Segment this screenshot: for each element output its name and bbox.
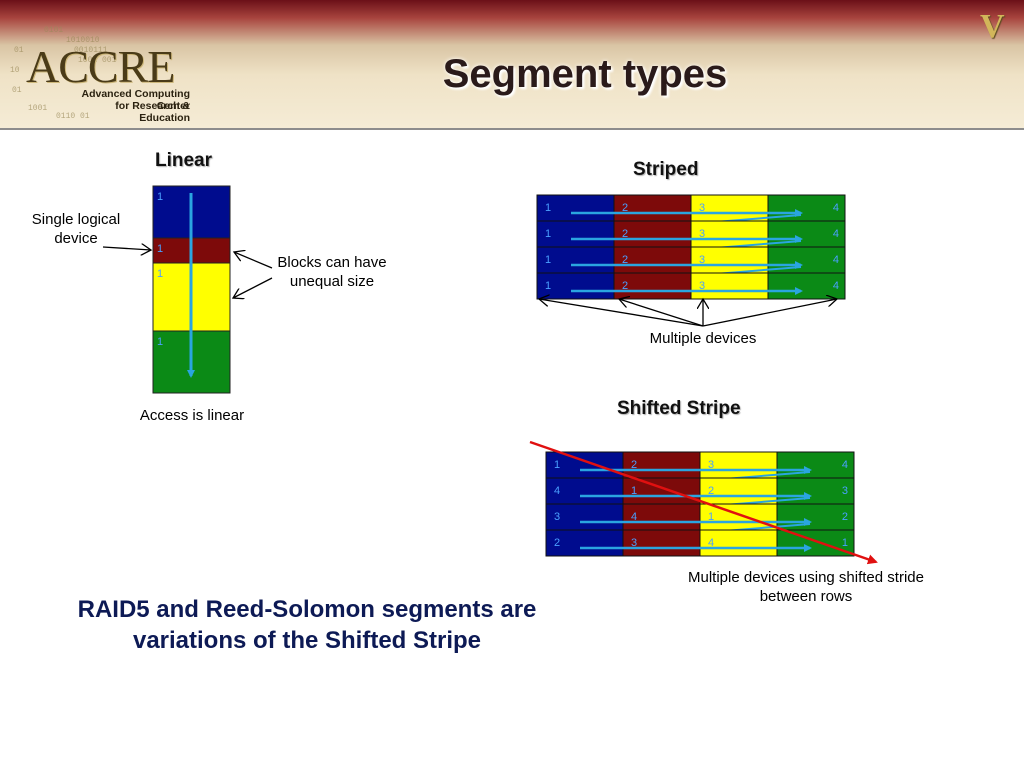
linear-heading: Linear: [155, 150, 213, 171]
shifted-cell-1-4: [776, 451, 855, 479]
shifted-cell-4-2: [622, 529, 701, 557]
linear-block-label-1: 1: [157, 191, 163, 203]
linear-block-label-2: 1: [157, 243, 163, 255]
striped-cell-label-2-3: 3: [699, 228, 705, 240]
linear-diagram: 1 1 1 1: [152, 185, 231, 394]
logo-subtitle-line1: Advanced Computing Center: [81, 88, 190, 112]
access-linear-label: Access is linear: [139, 407, 245, 424]
striped-cell-label-2-1: 1: [545, 228, 551, 240]
svg-text:1010010: 1010010: [66, 36, 100, 45]
binary-swirl-icon: 0101 1010010 0010111 1001 001 01 10 01 1…: [10, 26, 117, 121]
logo-title: ACCRE: [26, 41, 175, 92]
striped-cell-label-1-4: 4: [833, 202, 839, 214]
striped-cell-label-2-2: 2: [622, 228, 628, 240]
single-logical-device-label: Single logical device: [31, 211, 121, 247]
callout-multiple-devices-arrow-2: [619, 299, 704, 327]
svg-text:01: 01: [12, 86, 22, 95]
shifted-cell-2-2: [622, 477, 701, 505]
blocks-unequal-size-label: Blocks can have unequal size: [277, 254, 387, 290]
shifted-cell-4-4: [776, 529, 855, 557]
callout-unequal-top-arrow: [234, 252, 273, 269]
logo-subtitle-line2: for Research & Education: [115, 100, 190, 124]
striped-cell-label-1-2: 2: [622, 202, 628, 214]
striped-cell-label-4-3: 3: [699, 280, 705, 292]
linear-block-label-4: 1: [157, 336, 163, 348]
summary-statement: RAID5 and Reed-Solomon segments are vari…: [77, 596, 537, 654]
striped-cell-3-1: [536, 246, 615, 274]
shifted-stripe-heading: Shifted Stripe: [617, 398, 741, 419]
striped-cell-label-4-2: 2: [622, 280, 628, 292]
striped-cell-label-3-3: 3: [699, 254, 705, 266]
shifted-cell-label-3-2: 4: [631, 511, 637, 523]
callout-arrows: [102, 247, 837, 327]
shifted-cell-label-1-2: 2: [631, 459, 637, 471]
callout-multiple-devices-arrow-1: [539, 299, 704, 327]
shifted-cell-label-1-3: 3: [708, 459, 714, 471]
shifted-cell-label-3-4: 2: [842, 511, 848, 523]
shifted-cell-label-3-1: 3: [554, 511, 560, 523]
shifted-cell-label-1-1: 1: [554, 459, 560, 471]
striped-cell-3-3: [690, 246, 769, 274]
striped-cell-2-1: [536, 220, 615, 248]
striped-cell-label-1-1: 1: [545, 202, 551, 214]
shifted-cell-4-1: [545, 529, 624, 557]
striped-cell-label-1-3: 3: [699, 202, 705, 214]
striped-cell-2-3: [690, 220, 769, 248]
shifted-cell-4-3: [699, 529, 778, 557]
striped-cell-label-4-4: 4: [833, 280, 839, 292]
striped-heading: Striped: [633, 159, 699, 180]
shifted-cell-label-1-4: 4: [842, 459, 848, 471]
svg-text:0101: 0101: [44, 26, 63, 35]
shifted-cell-label-4-4: 1: [842, 537, 848, 549]
svg-text:01: 01: [14, 46, 24, 55]
svg-text:10: 10: [10, 66, 20, 75]
svg-text:1001 001: 1001 001: [78, 56, 117, 65]
striped-cell-4-3: [690, 272, 769, 300]
shifted-cell-label-4-1: 2: [554, 537, 560, 549]
callout-multiple-devices-arrow-4: [702, 299, 837, 327]
accre-logo: 0101 1010010 0010111 1001 001 01 10 01 1…: [8, 22, 198, 124]
striped-cell-1-3: [690, 194, 769, 222]
callout-unequal-bottom-arrow: [233, 277, 273, 298]
shifted-cell-label-4-3: 4: [708, 537, 714, 549]
shifted-cell-2-3: [699, 477, 778, 505]
svg-text:0010111: 0010111: [74, 46, 108, 55]
shifted-stride-label: Multiple devices using shifted stride be…: [688, 569, 924, 605]
shifted-cell-2-1: [545, 477, 624, 505]
shifted-cell-label-2-2: 1: [631, 485, 637, 497]
svg-text:1001: 1001: [28, 104, 47, 113]
striped-cell-label-4-1: 1: [545, 280, 551, 292]
shifted-cell-label-2-1: 4: [554, 485, 560, 497]
shifted-diagram: 1 2 3 4 4 1 2 3 3 4 1 2 2 3 4 1: [529, 440, 878, 565]
linear-block-label-3: 1: [157, 268, 163, 280]
shifted-cell-label-3-3: 1: [708, 511, 714, 523]
shifted-cell-label-2-4: 3: [842, 485, 848, 497]
vanderbilt-v-icon: V: [980, 8, 1005, 45]
shifted-red-diagonal-arrow: [529, 440, 878, 565]
striped-cell-label-3-4: 4: [833, 254, 839, 266]
striped-cell-label-3-1: 1: [545, 254, 551, 266]
shifted-cell-label-4-2: 3: [631, 537, 637, 549]
svg-text:0110 01: 0110 01: [56, 112, 90, 121]
slide-header: 0101 1010010 0010111 1001 001 01 10 01 1…: [0, 0, 1024, 130]
shifted-cell-label-2-3: 2: [708, 485, 714, 497]
callout-single-device-arrow: [102, 247, 151, 250]
shifted-cell-1-3: [699, 451, 778, 479]
striped-cell-label-2-4: 4: [833, 228, 839, 240]
page-title: Segment types: [442, 52, 728, 96]
striped-diagram: 1 2 3 4 1 2 3 4 1 2 3 4 1 2 3 4: [536, 194, 846, 300]
striped-cell-label-3-2: 2: [622, 254, 628, 266]
multiple-devices-label: Multiple devices: [649, 330, 757, 347]
